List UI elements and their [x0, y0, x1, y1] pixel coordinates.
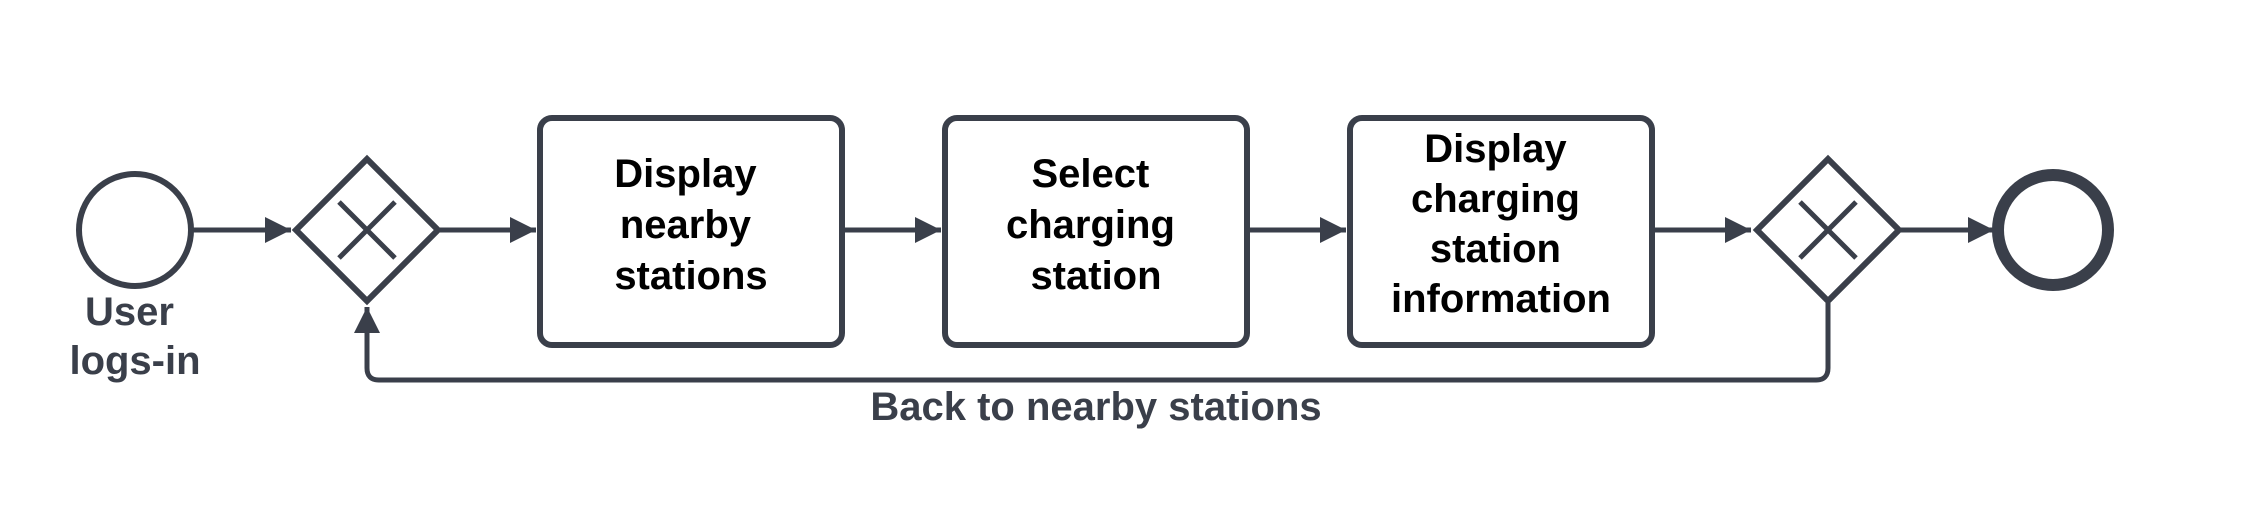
task-display-nearby-stations[interactable]: Display nearby stations — [537, 115, 845, 348]
x-icon — [1798, 200, 1858, 260]
start-event[interactable] — [76, 171, 194, 289]
start-event-circle — [76, 171, 194, 289]
task-label: Display nearby stations — [614, 152, 767, 298]
exclusive-gateway-split[interactable] — [1752, 154, 1904, 306]
task-label-line: stations — [614, 254, 767, 298]
start-event-label-line: logs-in — [69, 339, 200, 383]
end-event-circle — [1992, 169, 2114, 291]
task-select-charging-station[interactable]: Select charging station — [942, 115, 1250, 348]
start-event-label: User logs-in — [69, 290, 200, 383]
task-label-line: charging — [1006, 203, 1175, 247]
x-icon — [337, 200, 397, 260]
task-box — [942, 115, 1250, 348]
task-display-charging-station-information[interactable]: Display charging station information — [1347, 115, 1655, 348]
task-label-line: Display — [614, 152, 757, 196]
end-event[interactable] — [1992, 169, 2114, 291]
sequence-flow-loop-back[interactable] — [354, 303, 1831, 383]
task-label-line: station — [1030, 254, 1161, 298]
task-label-line: Select — [1032, 152, 1150, 196]
loop-flow-label: Back to nearby stations — [870, 385, 1321, 429]
exclusive-gateway-merge[interactable] — [291, 154, 443, 306]
task-label: Select charging station — [1006, 152, 1186, 298]
task-label-line: nearby — [620, 203, 752, 247]
task-label-line: charging — [1411, 177, 1580, 221]
task-box — [537, 115, 845, 348]
task-label-line: Display — [1424, 127, 1567, 171]
task-box — [1347, 115, 1655, 348]
task-label-line: information — [1391, 277, 1611, 321]
task-label-line: station — [1430, 227, 1561, 271]
start-event-label-line: User — [85, 290, 174, 334]
task-label: Display charging station information — [1391, 127, 1611, 321]
